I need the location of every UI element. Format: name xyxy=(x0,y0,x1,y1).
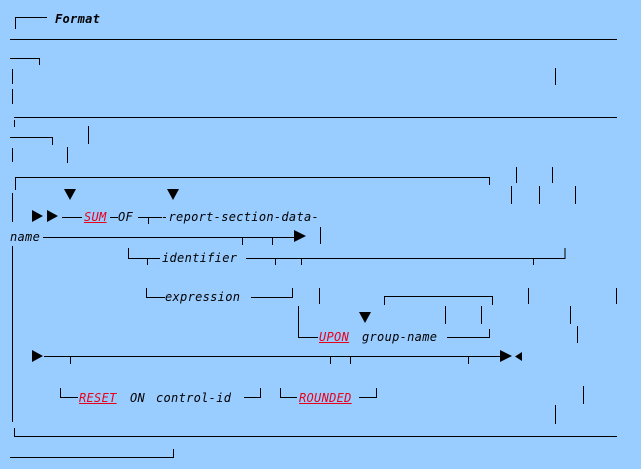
right-arrow-icon xyxy=(500,350,512,362)
main-bracket xyxy=(15,177,490,190)
identifier-operand: identifier xyxy=(162,251,238,265)
report-section-data-operand: -report-section-data- xyxy=(161,210,320,224)
track xyxy=(138,217,162,224)
on-keyword: ON xyxy=(130,391,146,405)
rounded-keyword: ROUNDED xyxy=(299,391,352,405)
reset-keyword: RESET xyxy=(79,391,117,405)
upon-repeat xyxy=(384,296,493,324)
format-bracket-line xyxy=(15,17,47,29)
stub-3 xyxy=(10,449,174,458)
stub-1 xyxy=(10,58,40,65)
control-id-operand: control-id xyxy=(156,391,232,405)
right-arrow-icon xyxy=(32,350,43,362)
name-operand: name xyxy=(10,230,41,244)
down-arrow-icon xyxy=(64,189,76,200)
main-track xyxy=(44,356,500,364)
stub-2 xyxy=(10,137,53,145)
identifier-track xyxy=(128,248,566,265)
left-arrow-icon xyxy=(515,352,522,361)
sum-keyword: SUM xyxy=(84,210,107,224)
right-arrow-icon xyxy=(32,210,43,222)
group-name-operand: group-name xyxy=(362,330,438,344)
upon-keyword: UPON xyxy=(319,330,350,344)
right-arrow-icon xyxy=(294,230,306,242)
of-keyword: OF xyxy=(118,210,134,224)
rounded-track xyxy=(280,388,377,398)
track xyxy=(43,237,295,245)
format-label: Format xyxy=(55,12,101,26)
expression-operand: expression xyxy=(165,290,241,304)
upon-track xyxy=(298,306,490,338)
down-arrow-icon xyxy=(167,189,179,200)
down-arrow-icon xyxy=(359,312,371,323)
reset-track xyxy=(60,388,261,398)
right-arrow-icon xyxy=(47,210,58,222)
expression-track xyxy=(146,288,293,298)
